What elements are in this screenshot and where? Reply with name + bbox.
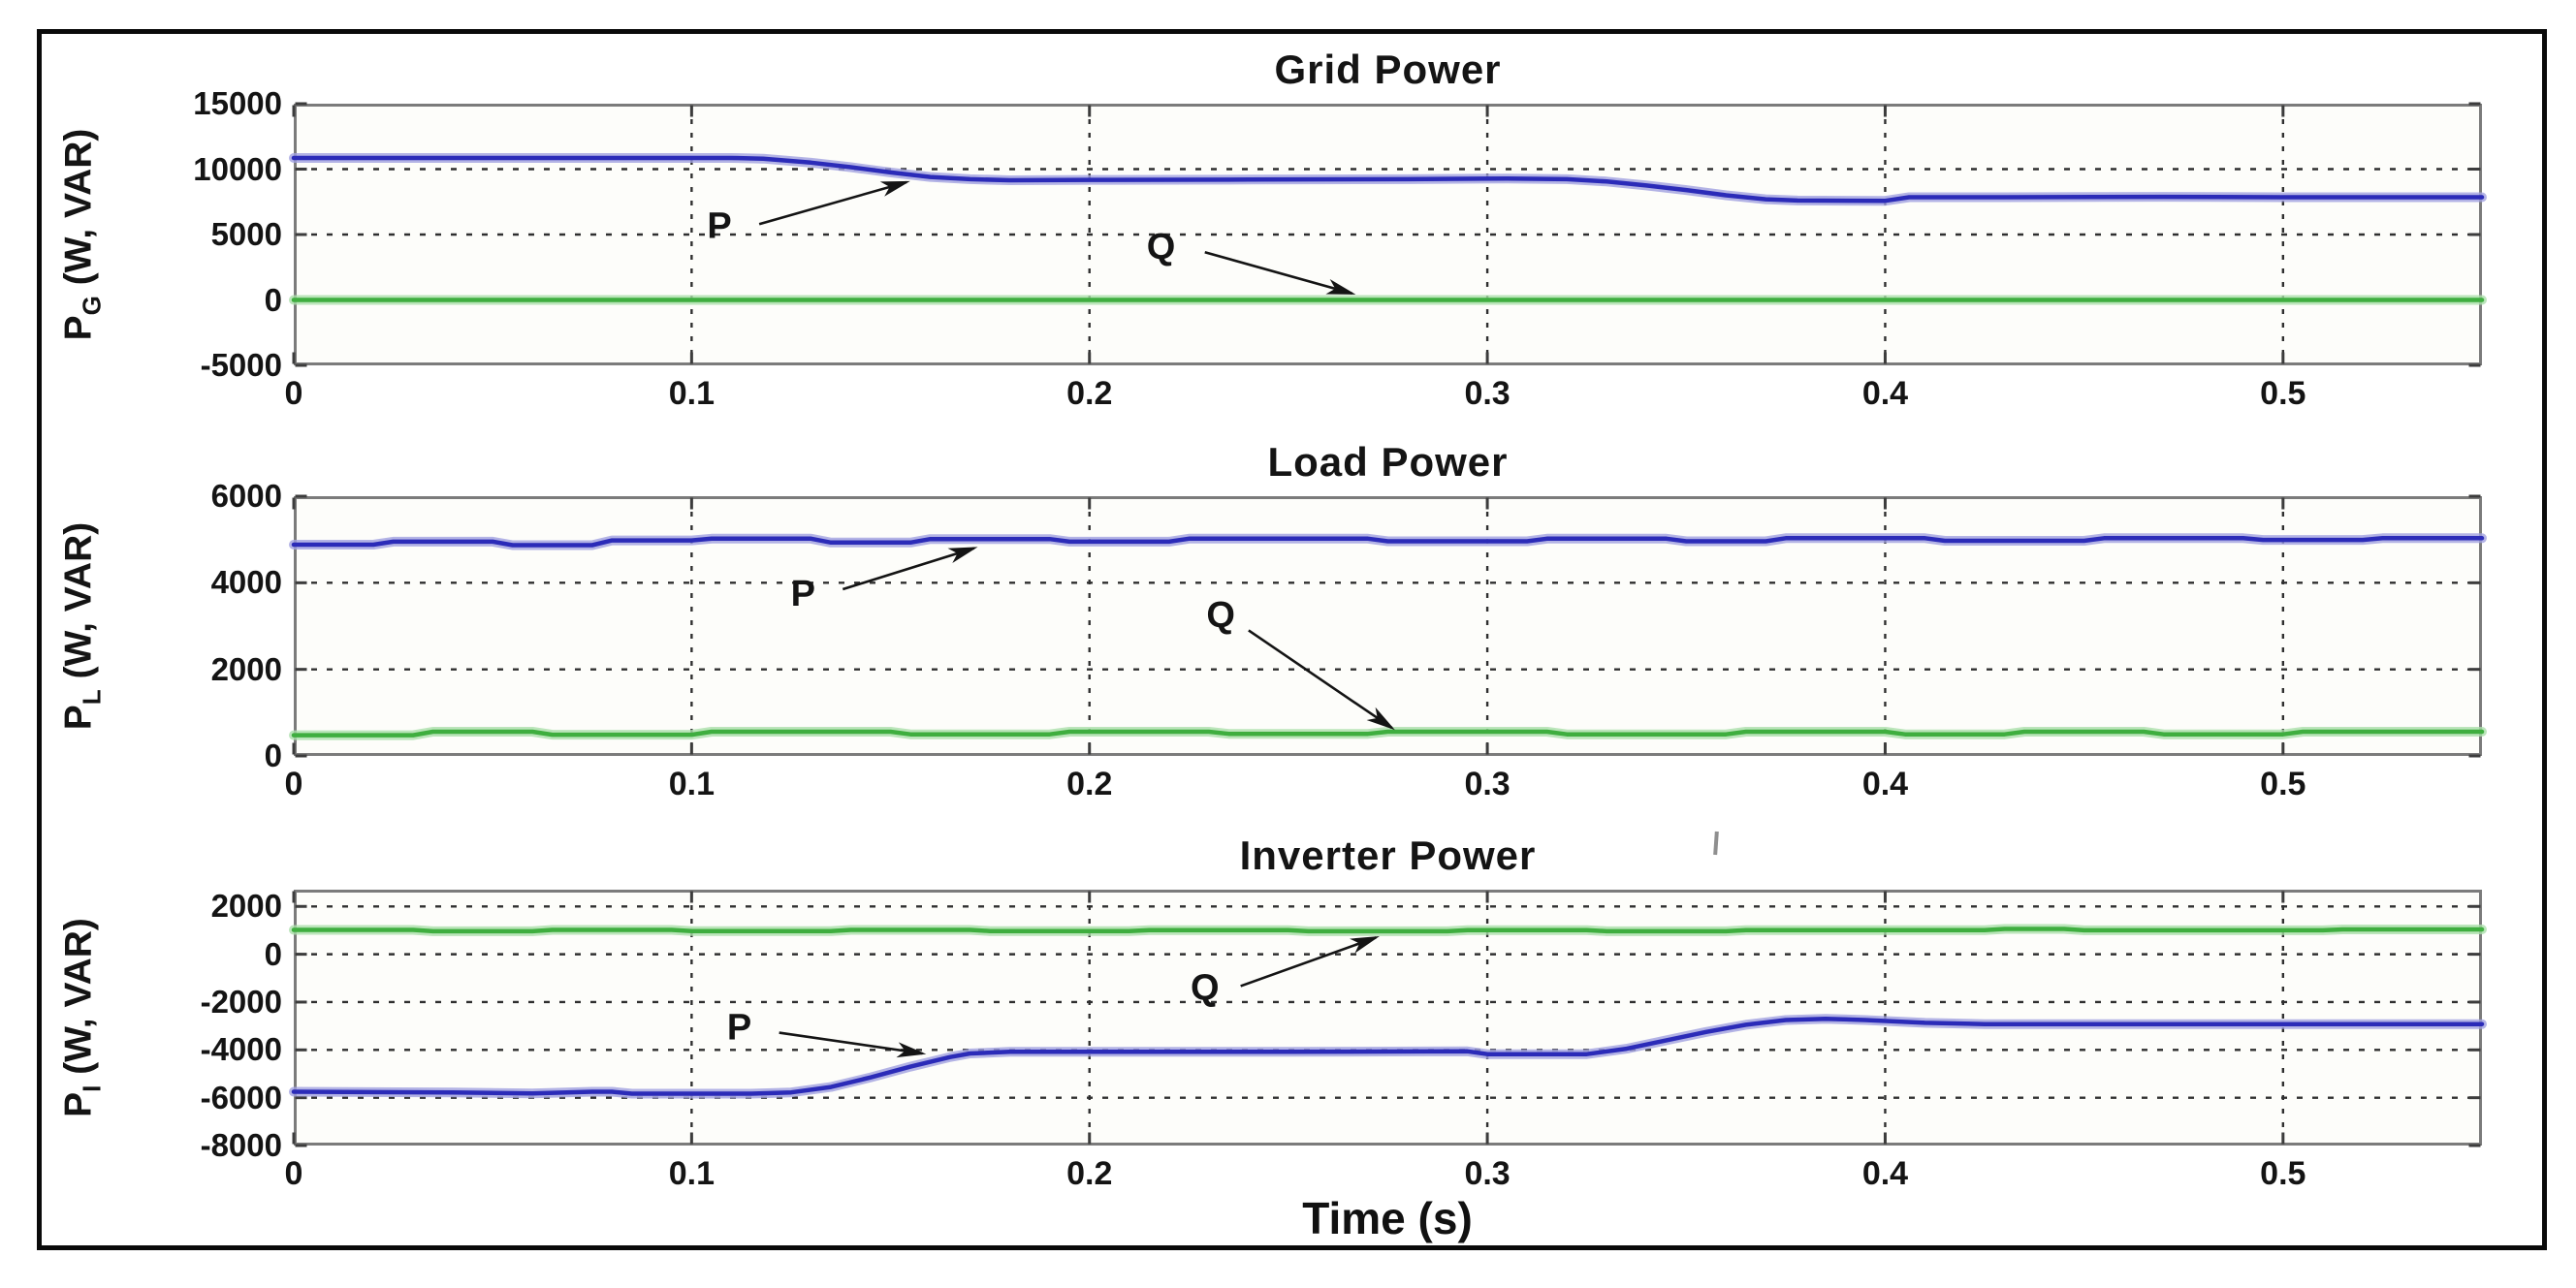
annotation-label: Q (1191, 968, 1220, 1009)
x-tick-label: 0.5 (2260, 1155, 2306, 1192)
y-tick-label: -6000 (200, 1079, 282, 1115)
y-tick-label: 0 (264, 281, 282, 318)
x-tick-label: 0.5 (2260, 766, 2306, 802)
x-tick-label: 0.2 (1066, 766, 1113, 802)
y-axis-label-part: (W, VAR) (57, 521, 100, 690)
y-tick-label: -4000 (200, 1031, 282, 1068)
y-axis-label-part: P (57, 705, 100, 731)
x-tick-label: 0 (284, 1155, 303, 1192)
series-Q-line (291, 729, 2485, 738)
x-tick-label: 0.2 (1066, 375, 1113, 412)
annotation-label: Q (1206, 595, 1235, 636)
plot-area: PQ (289, 102, 2487, 367)
y-axis-label: PL (W, VAR) (58, 522, 108, 731)
x-tick-label: 0.1 (668, 766, 715, 802)
y-tick-label: 5000 (210, 216, 282, 252)
x-tick-label: 0.2 (1066, 1155, 1113, 1192)
y-axis-label-part: (W, VAR) (57, 128, 100, 297)
subplot-title: Load Power (1267, 439, 1509, 485)
y-axis-label-part: P (57, 1091, 100, 1117)
annotation-label: Q (1147, 227, 1176, 267)
annotation-arrow (1240, 935, 1380, 988)
subplot-title: Grid Power (1274, 47, 1502, 92)
x-tick-label: 0.4 (1861, 766, 1909, 802)
plot-area: PQ (289, 890, 2487, 1147)
y-tick-label: 0 (264, 935, 282, 972)
y-tick-label: 0 (264, 738, 282, 773)
annotation-arrow (758, 180, 910, 226)
plot-area: PQ (289, 494, 2487, 758)
x-tick-label: 0.1 (668, 1155, 715, 1192)
y-axis-label-part: P (57, 315, 100, 341)
annotation-arrow (1248, 629, 1395, 731)
annotation-label: P (791, 574, 815, 614)
y-axis-label-part: L (77, 689, 107, 706)
x-tick-label: 0.5 (2260, 375, 2306, 412)
y-tick-label: 10000 (193, 150, 282, 187)
x-tick-label: 0 (284, 766, 303, 802)
x-tick-label: 0.4 (1861, 1155, 1909, 1192)
x-tick-label: 0 (284, 375, 303, 412)
annotation-arrow (842, 547, 978, 591)
y-axis-label: PI (W, VAR) (58, 918, 108, 1117)
series-P-line (291, 536, 2485, 548)
series-P-line (291, 1016, 2485, 1096)
y-tick-label: 15000 (193, 85, 282, 121)
y-axis-label: PG (W, VAR) (58, 129, 108, 341)
annotation-label: P (707, 205, 731, 246)
x-axis-label: Time (s) (1302, 1193, 1473, 1243)
y-axis-label-part: G (77, 296, 107, 316)
x-tick-label: 0.3 (1464, 375, 1511, 412)
series-Q-line (291, 927, 2485, 934)
y-tick-label: 2000 (210, 888, 282, 925)
y-tick-label: -8000 (200, 1127, 282, 1163)
x-tick-label: 0.1 (668, 375, 715, 412)
x-tick-label: 0.3 (1464, 766, 1511, 802)
y-axis-label-part: (W, VAR) (57, 918, 100, 1085)
subplot-title: Inverter Power (1239, 832, 1537, 878)
y-tick-label: 2000 (210, 650, 282, 687)
y-tick-label: 6000 (210, 478, 282, 514)
annotation-label: P (727, 1007, 751, 1048)
y-tick-label: -5000 (200, 347, 282, 383)
x-tick-label: 0.4 (1861, 375, 1909, 412)
annotation-arrow (779, 1031, 927, 1058)
y-axis-label-part: I (77, 1084, 107, 1092)
y-tick-label: -2000 (200, 983, 282, 1020)
x-tick-label: 0.3 (1464, 1155, 1511, 1192)
series-P-line (291, 155, 2485, 204)
annotation-arrow (1204, 250, 1356, 296)
y-tick-label: 4000 (210, 564, 282, 601)
